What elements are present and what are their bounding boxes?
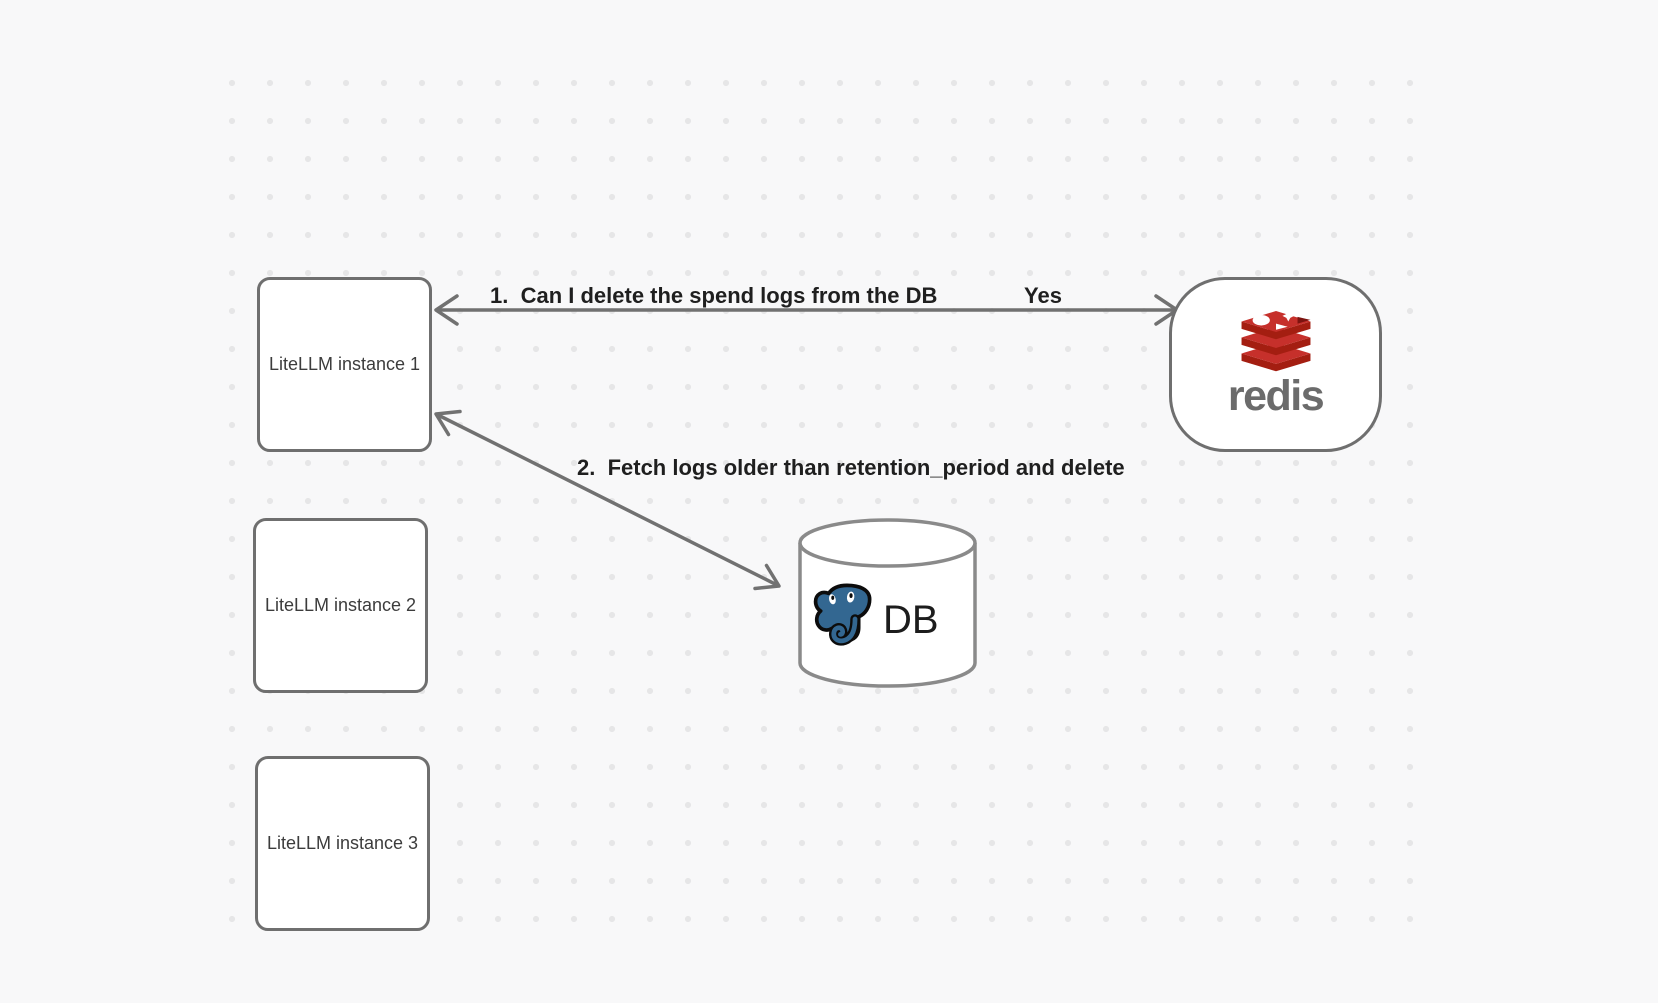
node-database-label: DB	[883, 598, 939, 642]
node-database[interactable]: DB	[797, 517, 978, 689]
node-litellm-instance-2-label: LiteLLM instance 2	[264, 595, 417, 615]
edge2-label[interactable]: 2. Fetch logs older than retention_perio…	[577, 455, 1125, 480]
database-cylinder-icon	[798, 518, 977, 688]
node-redis[interactable]: redis	[1169, 277, 1382, 452]
redis-logo-icon	[1241, 311, 1310, 372]
node-redis-label: redis	[1227, 372, 1325, 420]
edge-instance1-database[interactable]	[434, 409, 781, 591]
edge1-label[interactable]: 1. Can I delete the spend logs from the …	[490, 283, 938, 308]
node-litellm-instance-1-label: LiteLLM instance 1	[268, 354, 421, 374]
node-litellm-instance-1[interactable]: LiteLLM instance 1	[257, 277, 432, 452]
node-litellm-instance-3[interactable]: LiteLLM instance 3	[255, 756, 430, 931]
postgres-elephant-icon	[813, 583, 872, 646]
node-litellm-instance-2[interactable]: LiteLLM instance 2	[253, 518, 428, 693]
edge1-answer-label[interactable]: Yes	[1024, 283, 1062, 308]
node-litellm-instance-3-label: LiteLLM instance 3	[266, 833, 419, 853]
